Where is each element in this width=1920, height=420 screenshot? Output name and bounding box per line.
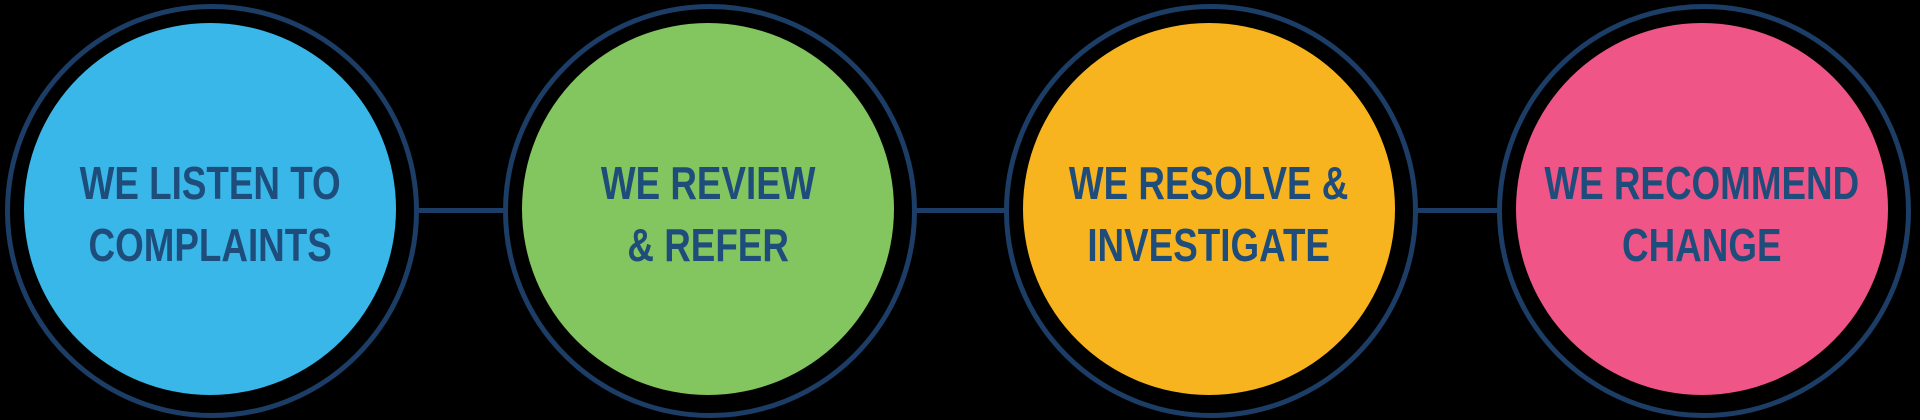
step-review-label-line2: & REFER — [627, 219, 789, 271]
step-recommend-label: WE RECOMMEND CHANGE — [1545, 142, 1860, 276]
step-listen-label-line2: COMPLAINTS — [88, 219, 332, 271]
connector-listen-review — [417, 208, 505, 213]
step-recommend-ring: WE RECOMMEND CHANGE — [1497, 4, 1911, 418]
step-listen-circle: WE LISTEN TO COMPLAINTS — [24, 23, 396, 395]
connector-resolve-recommend — [1416, 208, 1499, 213]
step-listen-label-line1: WE LISTEN TO — [79, 157, 341, 209]
step-resolve-label: WE RESOLVE & INVESTIGATE — [1069, 142, 1348, 276]
step-review-label-line1: WE REVIEW — [600, 157, 816, 209]
step-resolve-ring: WE RESOLVE & INVESTIGATE — [1004, 4, 1418, 418]
step-listen-ring: WE LISTEN TO COMPLAINTS — [5, 4, 419, 418]
connector-review-resolve — [915, 208, 1006, 213]
step-resolve-circle: WE RESOLVE & INVESTIGATE — [1023, 23, 1395, 395]
step-listen-label: WE LISTEN TO COMPLAINTS — [79, 142, 340, 276]
step-resolve-label-line2: INVESTIGATE — [1087, 219, 1331, 271]
step-recommend-circle: WE RECOMMEND CHANGE — [1516, 23, 1888, 395]
step-review-label: WE REVIEW & REFER — [601, 142, 816, 276]
step-resolve-label-line1: WE RESOLVE & — [1069, 157, 1349, 209]
step-review-ring: WE REVIEW & REFER — [503, 4, 917, 418]
step-review-circle: WE REVIEW & REFER — [522, 23, 894, 395]
step-recommend-label-line1: WE RECOMMEND — [1544, 157, 1860, 209]
step-recommend-label-line2: CHANGE — [1622, 219, 1782, 271]
